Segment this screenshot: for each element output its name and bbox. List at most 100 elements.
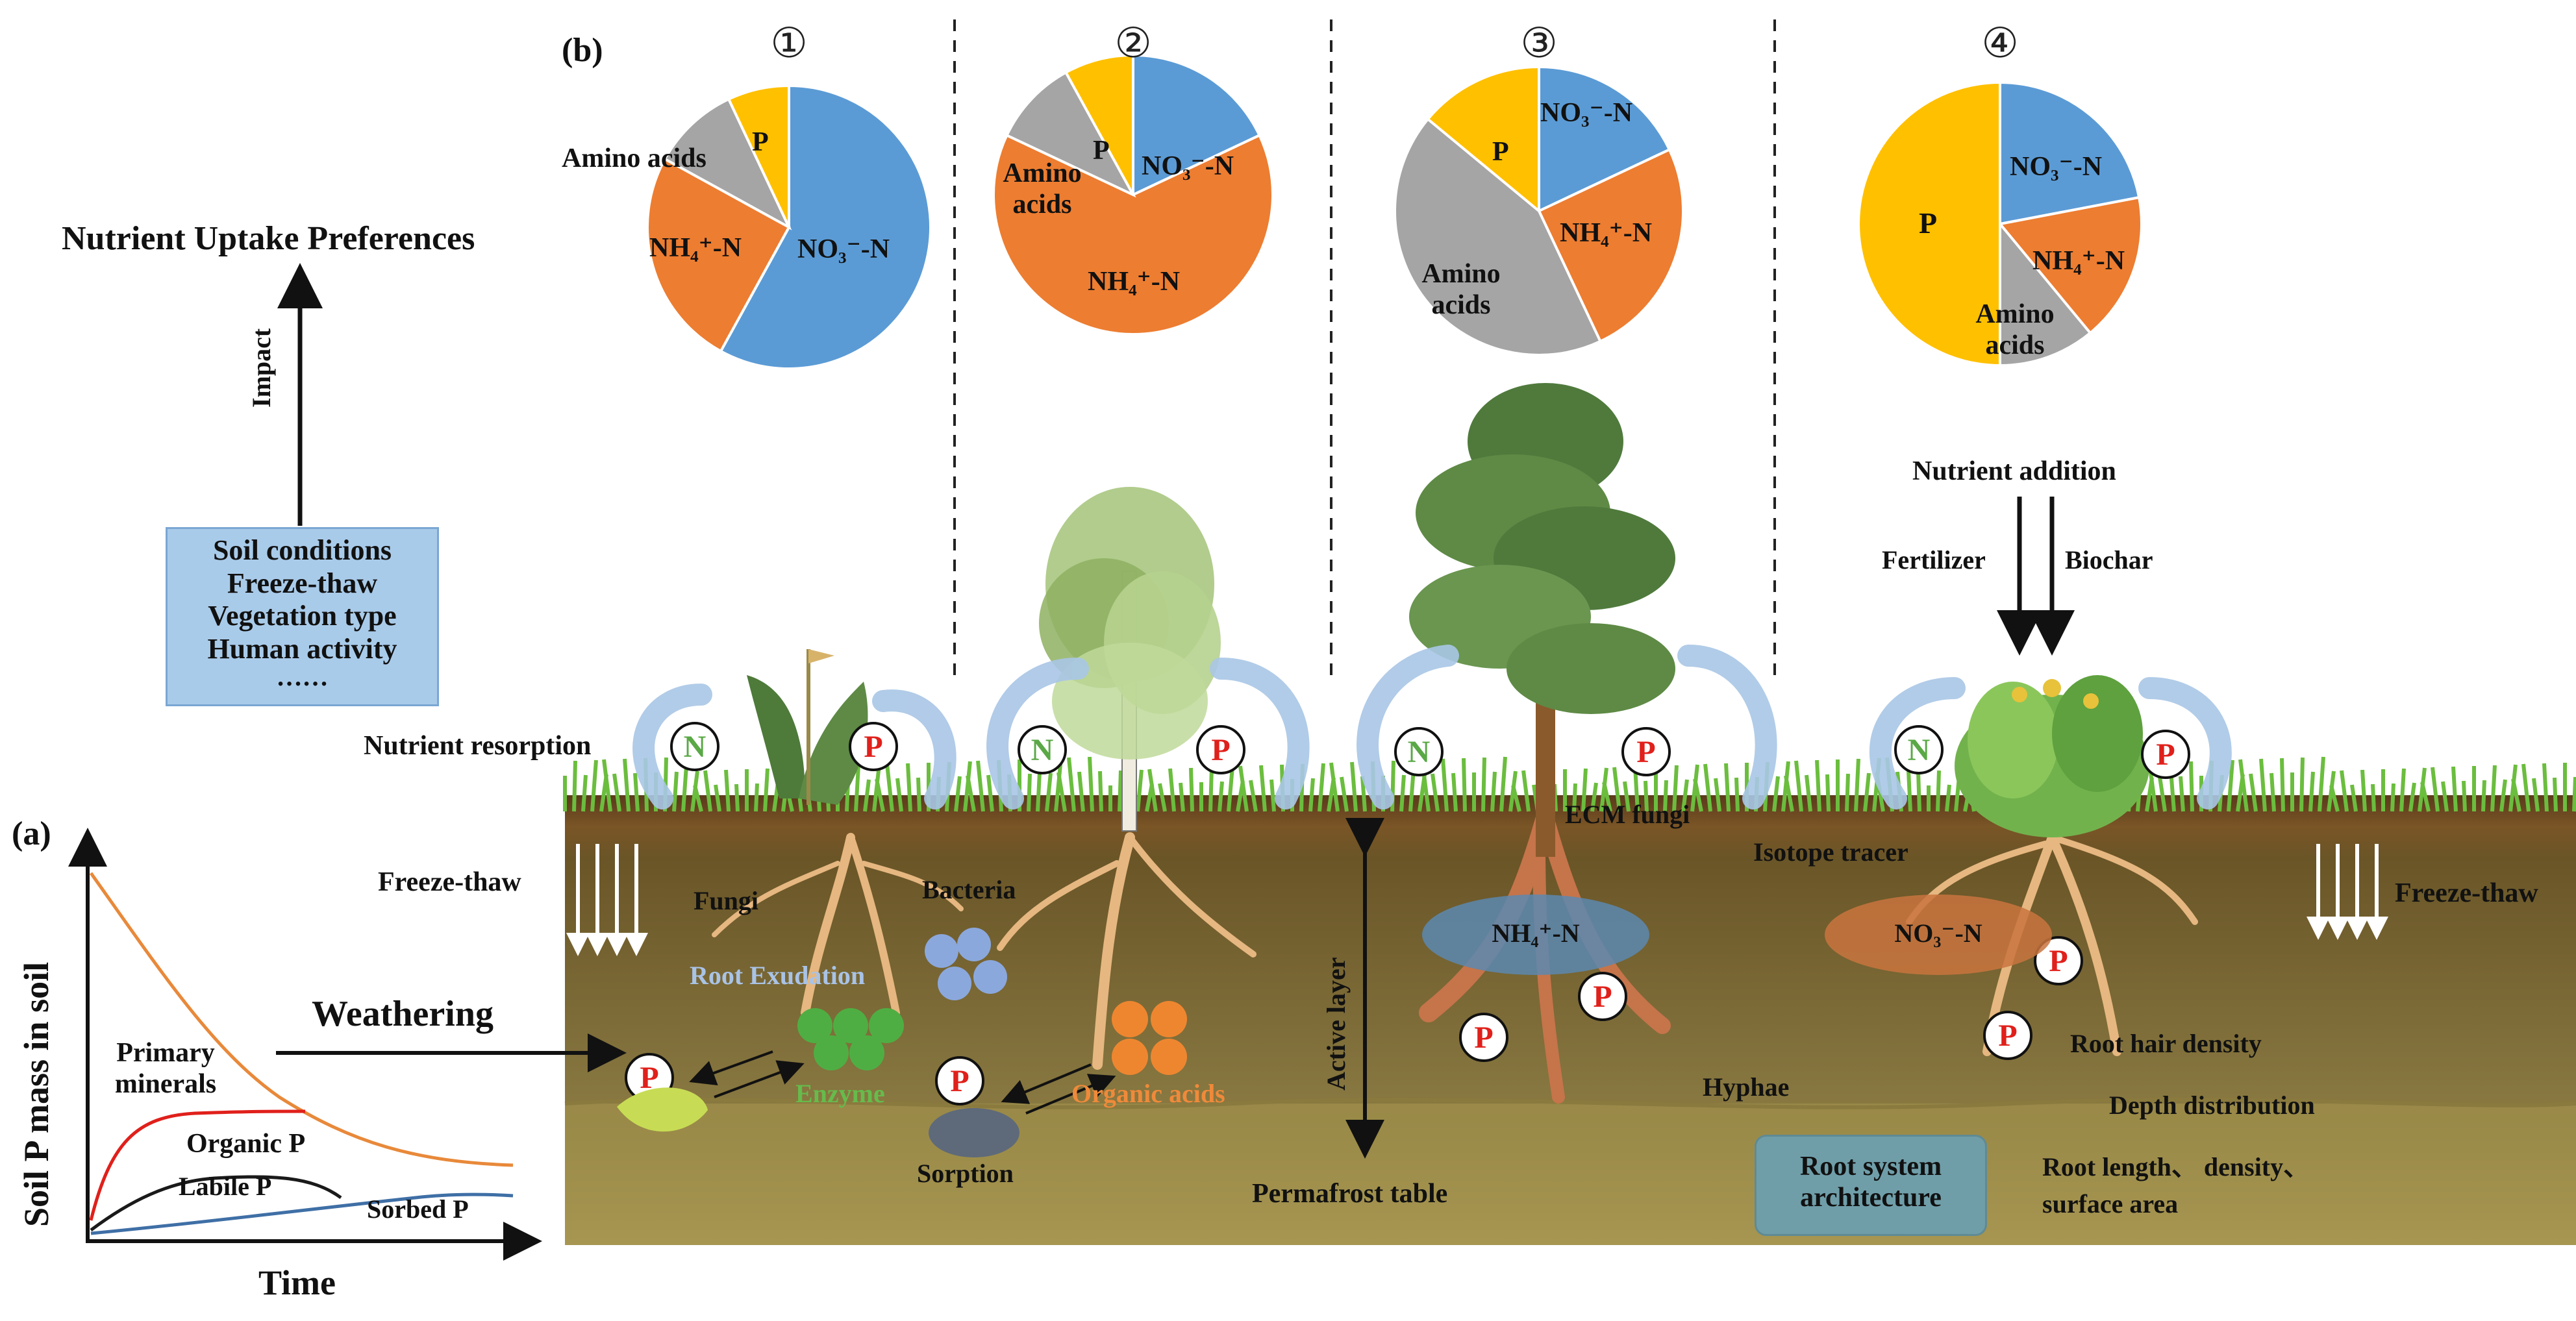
- pie2-label-no3: NO₃⁻-N: [1142, 151, 1234, 181]
- grass-blade: [2441, 781, 2449, 812]
- p-symbol-7: P: [2156, 737, 2175, 772]
- grass-blade: [2189, 761, 2194, 812]
- grass-blade: [1462, 758, 1467, 812]
- plant-2-birch: [1039, 487, 1221, 832]
- fertilizer-label: Fertilizer: [1882, 545, 1986, 574]
- curve-sorbed-p: [90, 1192, 514, 1235]
- curve-label-organic: Organic P: [186, 1129, 306, 1159]
- grass-blade: [1644, 780, 1649, 812]
- organic-acid-dots: [1112, 1001, 1187, 1075]
- pie1-slice-2: [646, 157, 791, 353]
- grass-blade: [1136, 769, 1144, 812]
- factor-etc: ……: [276, 662, 329, 692]
- p-circle-9: [935, 1056, 984, 1105]
- grass-blade: [1623, 781, 1631, 812]
- grass-blade: [2462, 780, 2467, 812]
- panel-dividers: [953, 19, 1776, 675]
- weathering-label: Weathering: [312, 994, 494, 1034]
- grass-blade: [1590, 782, 1598, 812]
- permafrost-label: Permafrost table: [1252, 1179, 1448, 1209]
- grass-blade: [1845, 773, 1850, 812]
- n-circle-4: [1394, 727, 1444, 776]
- grass-blade: [1490, 771, 1497, 812]
- pie4-slice-2: [1997, 195, 2143, 335]
- n-symbol-6: N: [1908, 733, 1931, 767]
- pie1-label-p: P: [752, 127, 769, 157]
- grass-blade: [2259, 758, 2267, 812]
- freeze-thaw-arrows-left: [566, 844, 648, 956]
- grass-blade: [1098, 771, 1103, 812]
- pie4-label-nh4: NH₄⁺-N: [2032, 246, 2125, 276]
- grass-blade: [2329, 785, 2340, 812]
- grass-blade: [1390, 760, 1395, 812]
- grass-blade: [1581, 768, 1588, 812]
- nh4-ellipse: [1422, 895, 1649, 975]
- grass-blade: [1734, 777, 1740, 812]
- grass-blade: [1218, 781, 1224, 812]
- grass-blade: [623, 758, 631, 812]
- uptake-title: Nutrient Uptake Preferences: [62, 220, 475, 257]
- pie2-label-nh4: NH₄⁺-N: [1088, 267, 1181, 297]
- grass-blade: [693, 785, 703, 812]
- grass-blade: [602, 759, 612, 812]
- grass-blade: [1259, 765, 1267, 812]
- grass-blade: [763, 768, 769, 812]
- root-hair-label: Root hair density: [2070, 1029, 2262, 1058]
- grass-blade: [906, 763, 912, 812]
- grass-blade: [2511, 778, 2521, 812]
- grass-blade: [1249, 780, 1258, 812]
- grass-blade: [1854, 758, 1860, 812]
- pie-charts: [646, 53, 2143, 370]
- factor-soil: Soil conditions: [212, 534, 392, 566]
- root-system-line-1: Root system: [1799, 1152, 1942, 1181]
- grass-blade: [2499, 779, 2507, 812]
- curve-label-sorbed: Sorbed P: [367, 1194, 469, 1224]
- grass-blade: [1681, 779, 1689, 812]
- grass-blade: [724, 769, 731, 812]
- grass-blade: [1863, 772, 1871, 812]
- grass-blade: [1189, 767, 1194, 812]
- grass-blade: [1168, 768, 1176, 812]
- grass-blade: [1399, 774, 1406, 812]
- n-symbol-4: N: [1408, 735, 1431, 769]
- grass-blade: [1672, 765, 1679, 812]
- p-circle-13: [1983, 1011, 2032, 1060]
- grass-blade: [976, 760, 985, 812]
- resorption-arrows: [632, 645, 2232, 809]
- grass-blade: [1663, 780, 1668, 812]
- pie3-slice-4: [1426, 65, 1540, 214]
- bacteria-label: Bacteria: [922, 875, 1016, 904]
- grass-blade: [1602, 782, 1612, 812]
- grass-blade: [2451, 766, 2458, 812]
- grass-blade: [1057, 772, 1067, 812]
- grass-blade: [875, 778, 885, 812]
- grass-blade: [1350, 761, 1358, 812]
- grass-blade: [1481, 757, 1486, 812]
- grass-blade: [1441, 758, 1449, 812]
- roots: [712, 808, 2198, 1104]
- freeze-thaw-arrows-right: [2307, 844, 2388, 940]
- p-symbol-10: P: [1474, 1020, 1493, 1055]
- grass-blade: [2490, 765, 2497, 812]
- grass-blade: [954, 776, 962, 812]
- grass-blade: [1724, 763, 1731, 812]
- grass-blade: [863, 779, 871, 812]
- p-symbol-9: P: [950, 1064, 969, 1098]
- curve-organic-p: [89, 1109, 306, 1221]
- grass-blade: [1714, 778, 1721, 812]
- root-exudation-label: Root Exudation: [690, 961, 866, 990]
- grass-blade: [754, 783, 759, 812]
- exchange-arrows: [689, 1050, 1116, 1115]
- grass-blade: [2308, 771, 2315, 812]
- pie1-label-nh4: NH₄⁺-N: [649, 233, 742, 263]
- panel-number-1: ①: [770, 19, 808, 68]
- grass-blade: [895, 778, 903, 812]
- grass-blade: [2390, 783, 2395, 812]
- mineral-leaf: [617, 1087, 708, 1132]
- grass-blade: [2249, 773, 2258, 812]
- no3-ellipse: [1825, 895, 2052, 975]
- grass-blade: [2340, 770, 2349, 812]
- curve-label-primary: Primary minerals: [114, 1038, 217, 1100]
- grass-blade: [1815, 759, 1821, 812]
- grass-blade: [1784, 775, 1794, 812]
